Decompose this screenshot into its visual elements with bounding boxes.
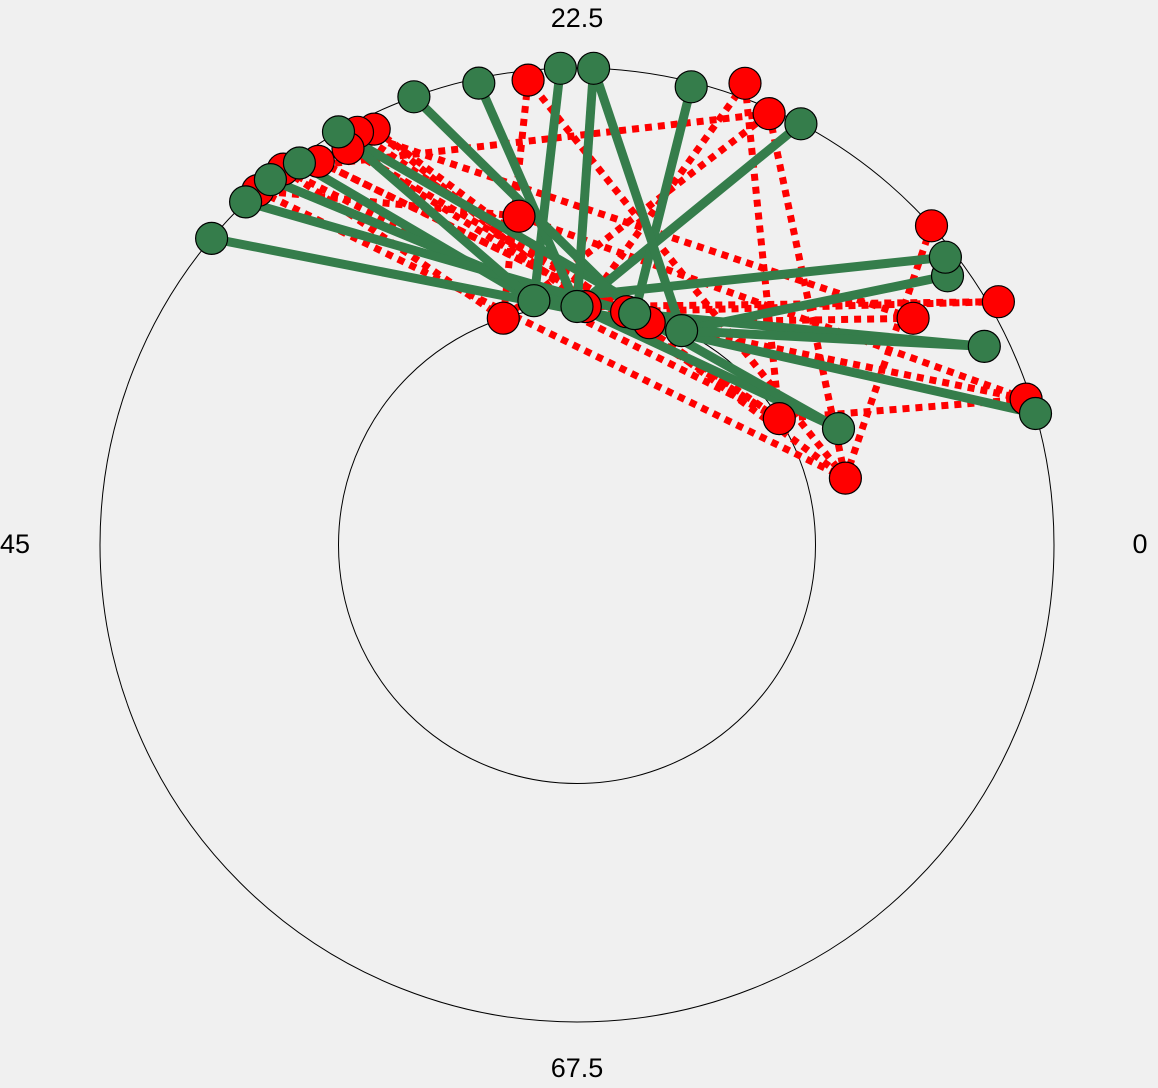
nodes xyxy=(195,51,1053,495)
green-edge-8 xyxy=(529,67,565,302)
green-edge-6 xyxy=(630,85,696,315)
green-edge-9 xyxy=(474,81,582,309)
green-edge-7 xyxy=(589,66,686,333)
green-node-17 xyxy=(618,297,652,331)
green-node-19 xyxy=(517,284,551,318)
green-node-12 xyxy=(282,146,316,180)
red-edge-7 xyxy=(372,126,848,481)
red-edge-2 xyxy=(649,314,914,327)
angle-tick-label-67-5: 67.5 xyxy=(551,1053,604,1083)
angle-tick-label-0: 0 xyxy=(1132,529,1147,559)
red-edge-12 xyxy=(256,187,847,482)
green-edge-15 xyxy=(210,233,683,336)
angle-tick-label-22-5: 22.5 xyxy=(551,3,604,33)
green-node-11 xyxy=(321,115,356,149)
green-edge-16 xyxy=(681,326,985,351)
green-node-16 xyxy=(664,314,699,348)
red-node-19 xyxy=(502,199,536,233)
green-node-6 xyxy=(674,70,708,104)
green-node-9 xyxy=(462,66,496,100)
red-node-4 xyxy=(896,301,930,335)
green-node-10 xyxy=(397,80,431,114)
red-node-5 xyxy=(981,285,1016,319)
angle-tick-labels: 0 22.5 45 67.5 xyxy=(0,3,1148,1083)
angle-tick-label-45: 45 xyxy=(0,529,30,559)
red-node-10 xyxy=(511,63,545,97)
green-edge-4 xyxy=(533,252,946,306)
red-edge-23 xyxy=(356,128,915,322)
green-edge-19 xyxy=(572,67,599,307)
green-node-14 xyxy=(229,185,263,219)
red-node-3 xyxy=(828,461,863,495)
red-edge-4 xyxy=(741,82,783,419)
green-edge-3 xyxy=(680,271,949,336)
green-node-4 xyxy=(928,240,963,274)
green-node-8 xyxy=(543,51,578,85)
red-edge-22 xyxy=(346,145,782,422)
red-node-2 xyxy=(762,402,796,436)
red-edge-5 xyxy=(765,112,849,479)
green-node-1 xyxy=(821,412,856,446)
green-node-18 xyxy=(560,289,594,324)
green-node-15 xyxy=(195,221,229,255)
red-node-1 xyxy=(914,209,949,243)
green-node-5 xyxy=(784,107,818,141)
red-node-8 xyxy=(728,66,762,100)
outer-circle xyxy=(99,67,1055,1023)
red-edge-13 xyxy=(585,298,999,311)
red-node-9 xyxy=(752,96,786,131)
red-node-11 xyxy=(486,301,520,335)
green-edge-5 xyxy=(574,120,804,310)
green-node-7 xyxy=(576,51,611,85)
green-node-0 xyxy=(1018,396,1053,431)
green-node-13 xyxy=(253,163,287,197)
green-node-2 xyxy=(967,329,1001,363)
green-edge-18 xyxy=(335,128,537,305)
red-edge-24 xyxy=(582,81,748,309)
